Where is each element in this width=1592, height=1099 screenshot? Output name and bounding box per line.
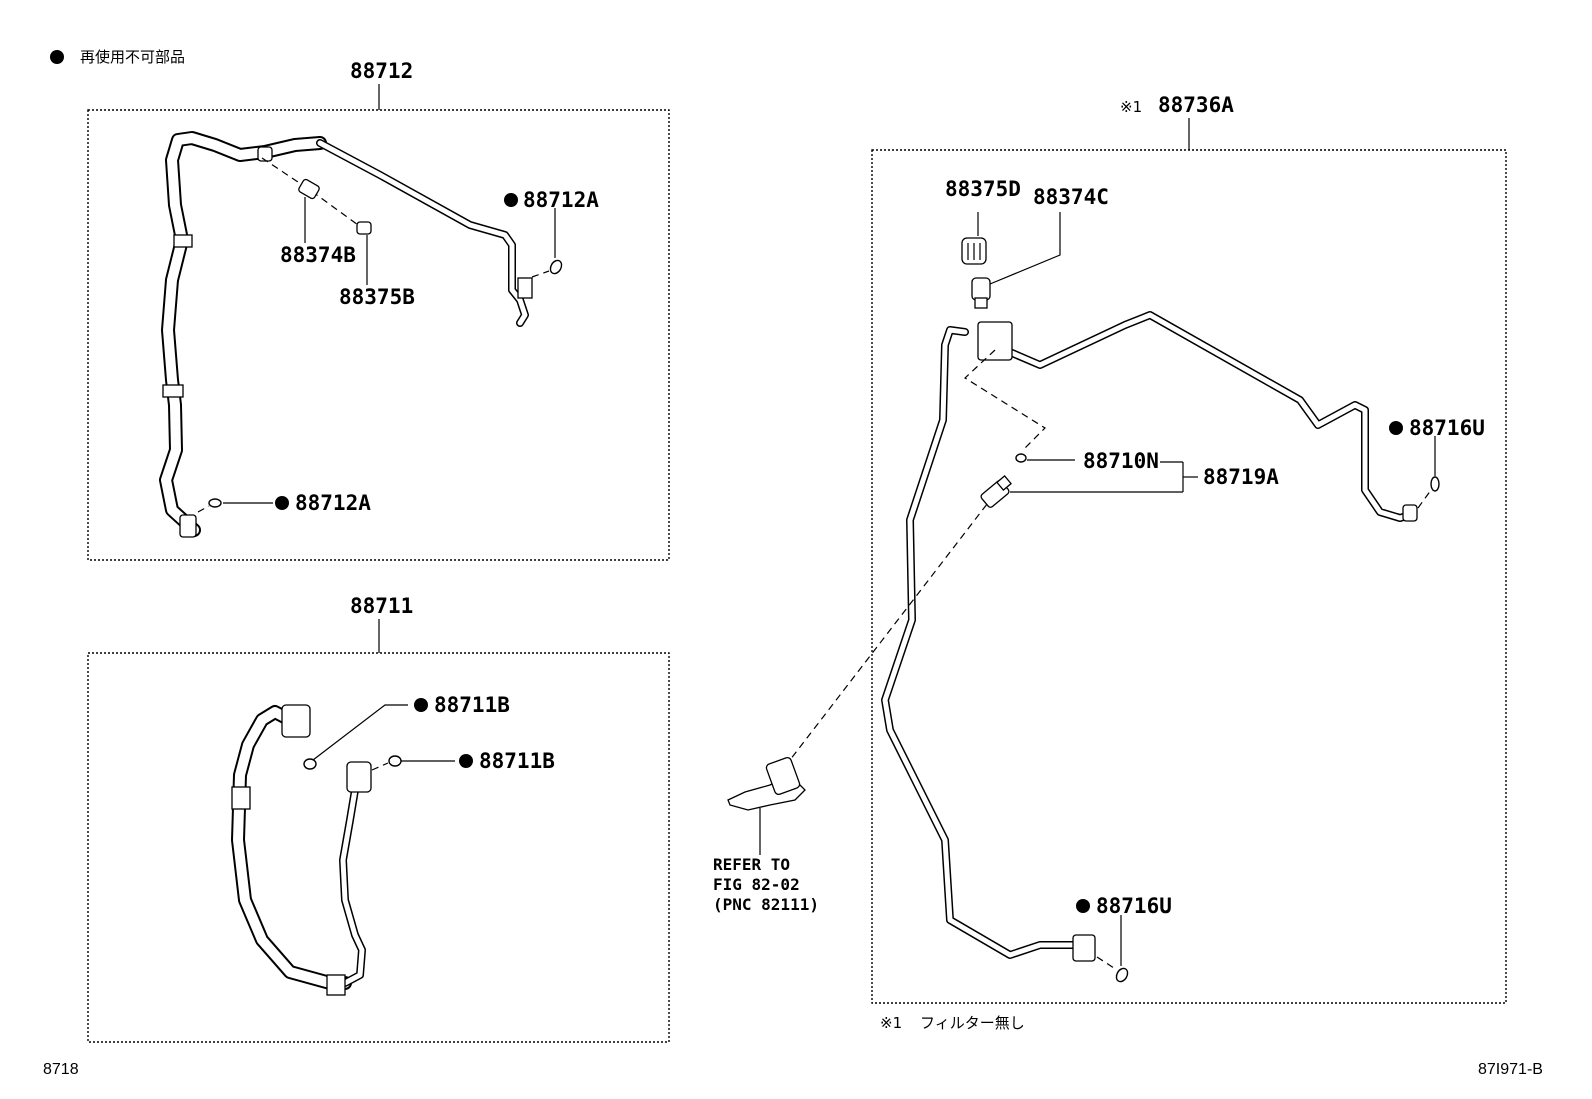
cap-88375D [961, 237, 987, 265]
label-88710N: 88710N [1083, 449, 1159, 473]
refer-line-1: REFER TO [713, 855, 790, 874]
group-88711-box [87, 652, 670, 1043]
pressure-switch-88719A [980, 475, 1012, 508]
non-reusable-dot-icon [275, 496, 289, 510]
non-reusable-dot-icon [1389, 421, 1403, 435]
note-text: フィルター無し [920, 1014, 1025, 1032]
non-reusable-dot-icon [50, 50, 64, 64]
hose-88712 [159, 131, 533, 538]
o-ring-88712A-top [549, 259, 563, 275]
group-88712-box [87, 109, 670, 561]
label-88711B-2: 88711B [479, 749, 555, 773]
legend: 再使用不可部品 [50, 48, 185, 66]
pipe-88736A [881, 311, 1418, 962]
group-88736A: ※1 88736A 88375D 88374C [789, 93, 1507, 1032]
label-88716U-bottom: 88716U [1096, 894, 1172, 918]
o-ring-88711B-1 [303, 758, 317, 770]
non-reusable-dot-icon [1076, 899, 1090, 913]
refer-line-3: (PNC 82111) [713, 895, 819, 914]
o-ring-88711B-2 [388, 755, 402, 767]
non-reusable-dot-icon [504, 193, 518, 207]
label-88374B: 88374B [280, 243, 356, 267]
o-ring-88716U-bottom [1115, 967, 1129, 983]
label-88712A-top: 88712A [523, 188, 599, 212]
o-ring-88716U-right [1430, 476, 1440, 492]
label-88712A-bottom: 88712A [295, 491, 371, 515]
o-ring-88712A-bottom [208, 498, 222, 508]
non-reusable-dot-icon [414, 698, 428, 712]
label-88716U-right: 88716U [1409, 416, 1485, 440]
label-88711B-1: 88711B [434, 693, 510, 717]
footer-figure-code: 87I971-B [1478, 1061, 1543, 1078]
group-88736A-label: 88736A [1158, 93, 1234, 117]
refer-line-2: FIG 82-02 [713, 875, 800, 894]
hose-88711 [231, 704, 372, 996]
label-88719A: 88719A [1203, 465, 1279, 489]
label-88375B: 88375B [339, 285, 415, 309]
legend-text: 再使用不可部品 [80, 48, 185, 66]
cap-88375B [356, 221, 372, 235]
note-mark: ※1 [880, 1014, 902, 1032]
o-ring-88710N [1015, 453, 1027, 463]
group-88711: 88711 88711B 88711B [87, 594, 670, 1043]
valve-core-88374B [298, 178, 320, 200]
group-88736A-box [871, 149, 1507, 1004]
non-reusable-dot-icon [459, 754, 473, 768]
valve-88374C [971, 277, 991, 309]
group-88712-label: 88712 [350, 59, 413, 83]
label-88375D: 88375D [945, 177, 1021, 201]
footer-page-code: 8718 [43, 1061, 79, 1078]
label-88374C: 88374C [1033, 185, 1109, 209]
group-88711-label: 88711 [350, 594, 413, 618]
service-port-block [977, 321, 1013, 361]
group-88736A-mark: ※1 [1120, 98, 1142, 116]
group-88712: 88712 88374B 88375B 88712A [87, 59, 670, 561]
connector-82111: REFER TO FIG 82-02 (PNC 82111) [713, 756, 819, 914]
